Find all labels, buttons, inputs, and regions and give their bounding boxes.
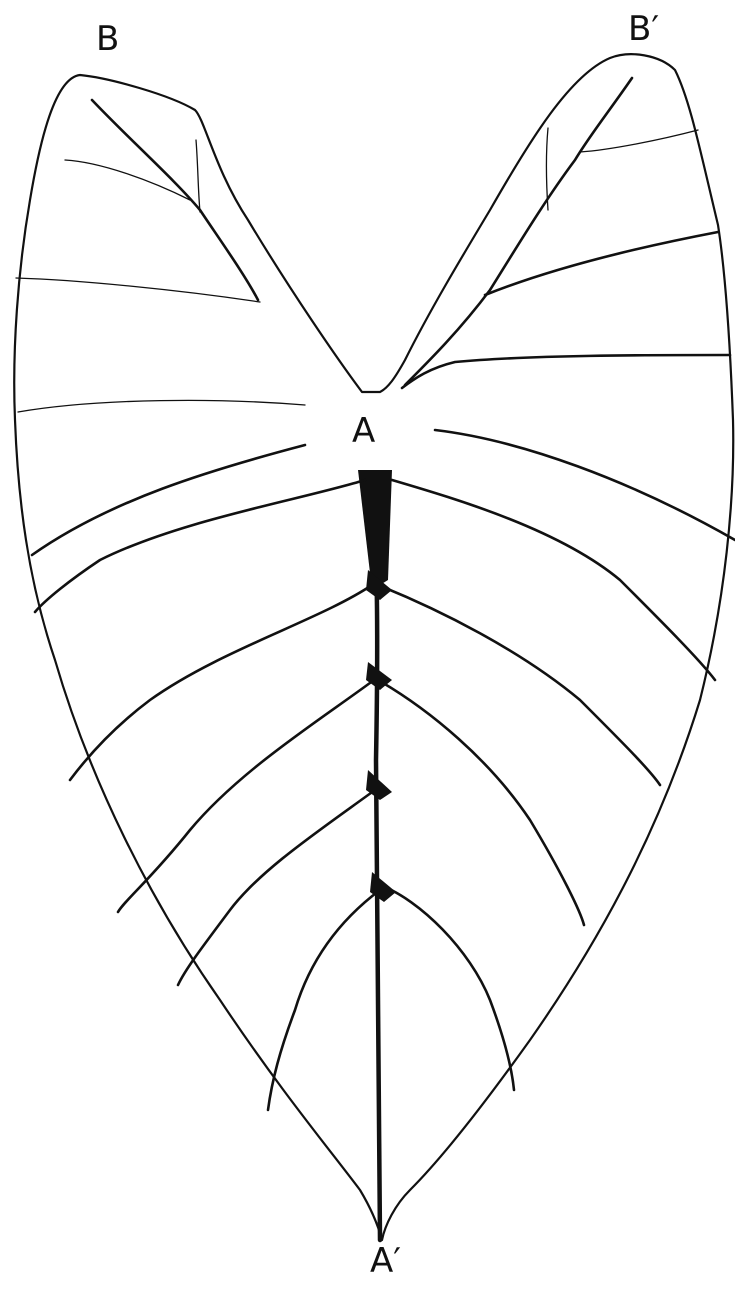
vein-left-upper [32,445,305,555]
vein-right-lobe-branch-2 [547,128,549,210]
vein-left-lobe-branch-2 [196,140,200,212]
vein-left-lobe-branch-4 [18,400,305,412]
vein-left-2 [70,585,372,780]
midrib-node-4 [370,872,396,902]
vein-right-lobe-branch-4 [402,355,730,388]
label-b: B [96,22,119,56]
midrib-node-3 [366,770,392,800]
label-a-prime: A′ [370,1244,401,1278]
vein-left-4 [178,790,375,985]
vein-right-1 [392,480,715,680]
vein-left-lobe-branch-3 [16,278,260,302]
vein-right-3 [378,680,584,925]
vein-left-3 [118,680,374,912]
vein-right-4 [380,885,514,1090]
vein-right-2 [378,585,660,785]
label-a: A [352,414,375,448]
leaf-outline [14,54,733,1240]
vein-left-lobe-main [92,100,258,300]
vein-left-1 [35,480,365,612]
vein-left-5 [268,890,380,1110]
midrib-base [358,470,392,590]
vein-right-lobe-main [405,78,632,385]
vein-right-upper [435,430,735,540]
label-b-prime: B′ [628,12,659,46]
vein-right-lobe-branch-1 [580,130,698,152]
